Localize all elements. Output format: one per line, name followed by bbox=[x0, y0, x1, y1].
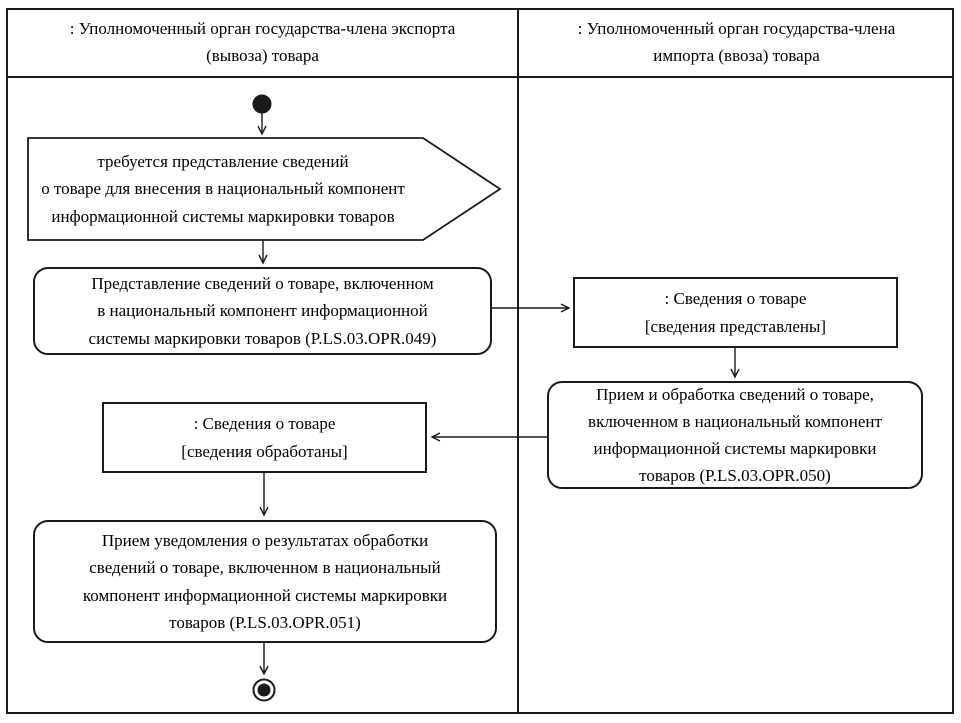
lane-header-import: : Уполномоченный орган государства-члена… bbox=[577, 19, 896, 65]
activity-node-opr-051: Прием уведомления о результатах обработк… bbox=[33, 520, 497, 643]
object-node-info-presented: : Сведения о товаре [сведения представле… bbox=[573, 277, 898, 348]
swimlane-divider bbox=[517, 8, 519, 714]
object-node-info-processed: : Сведения о товаре [сведения обработаны… bbox=[102, 402, 427, 473]
lane-header-separator bbox=[6, 76, 954, 78]
signal-trigger-label: требуется представление сведений о товар… bbox=[41, 152, 405, 226]
lane-header-export: : Уполномоченный орган государства-члена… bbox=[69, 19, 456, 65]
diagram-outer-border bbox=[6, 8, 954, 714]
activity-node-opr-050: Прием и обработка сведений о товаре, вкл… bbox=[547, 381, 923, 489]
activity-node-opr-049: Представление сведений о товаре, включен… bbox=[33, 267, 492, 355]
